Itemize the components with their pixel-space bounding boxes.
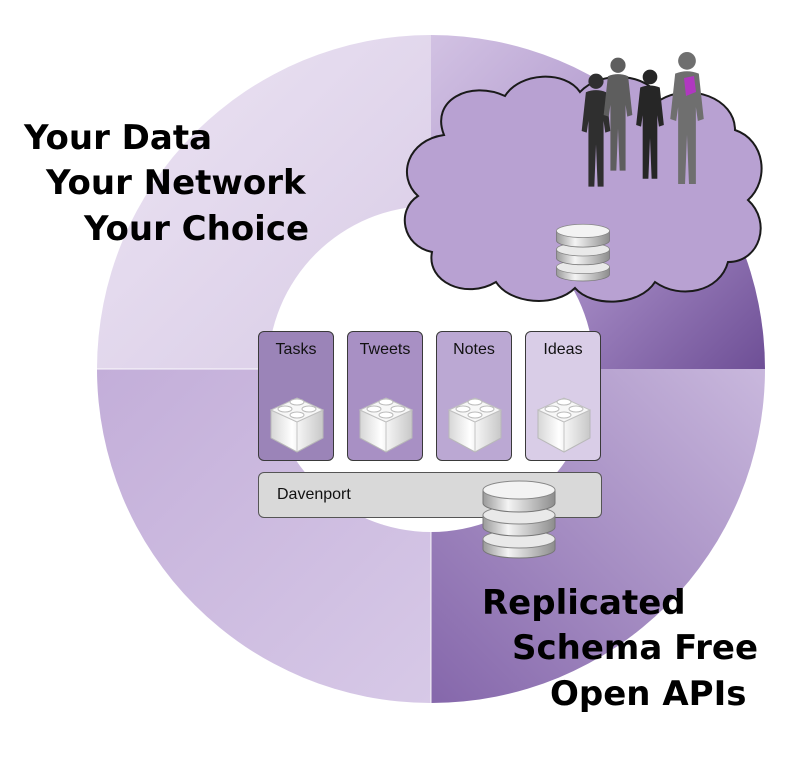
lego-brick-icon bbox=[267, 388, 327, 456]
app-card-ideas[interactable]: Ideas bbox=[525, 331, 601, 461]
headline-right-2: Schema Free bbox=[512, 628, 759, 668]
people-silhouette-icon bbox=[581, 51, 704, 187]
app-label-tasks: Tasks bbox=[275, 341, 317, 358]
lego-brick-icon bbox=[445, 388, 505, 456]
database-icon bbox=[482, 480, 556, 559]
app-label-notes: Notes bbox=[453, 341, 495, 358]
davenport-label: Davenport bbox=[277, 486, 351, 503]
headline-right-1: Replicated bbox=[482, 583, 686, 623]
headline-left-3: Your Choice bbox=[84, 209, 310, 249]
ring-quadrant-top-left bbox=[97, 35, 431, 369]
headline-left-2: Your Network bbox=[46, 163, 306, 203]
cloud-database-icon bbox=[556, 223, 610, 282]
app-label-tweets: Tweets bbox=[359, 341, 411, 358]
app-card-tasks[interactable]: Tasks bbox=[258, 331, 334, 461]
cloud-shape bbox=[403, 75, 763, 303]
lego-brick-icon bbox=[356, 388, 416, 456]
headline-right-3: Open APIs bbox=[550, 674, 747, 714]
app-label-ideas: Ideas bbox=[543, 341, 583, 358]
app-card-tweets[interactable]: Tweets bbox=[347, 331, 423, 461]
app-card-notes[interactable]: Notes bbox=[436, 331, 512, 461]
davenport-bar[interactable]: Davenport bbox=[258, 472, 602, 518]
ring-quadrant-bottom-right bbox=[431, 369, 765, 703]
headline-left-1: Your Data bbox=[24, 118, 213, 158]
lego-brick-icon bbox=[534, 388, 594, 456]
accent-tie-icon bbox=[684, 76, 696, 96]
